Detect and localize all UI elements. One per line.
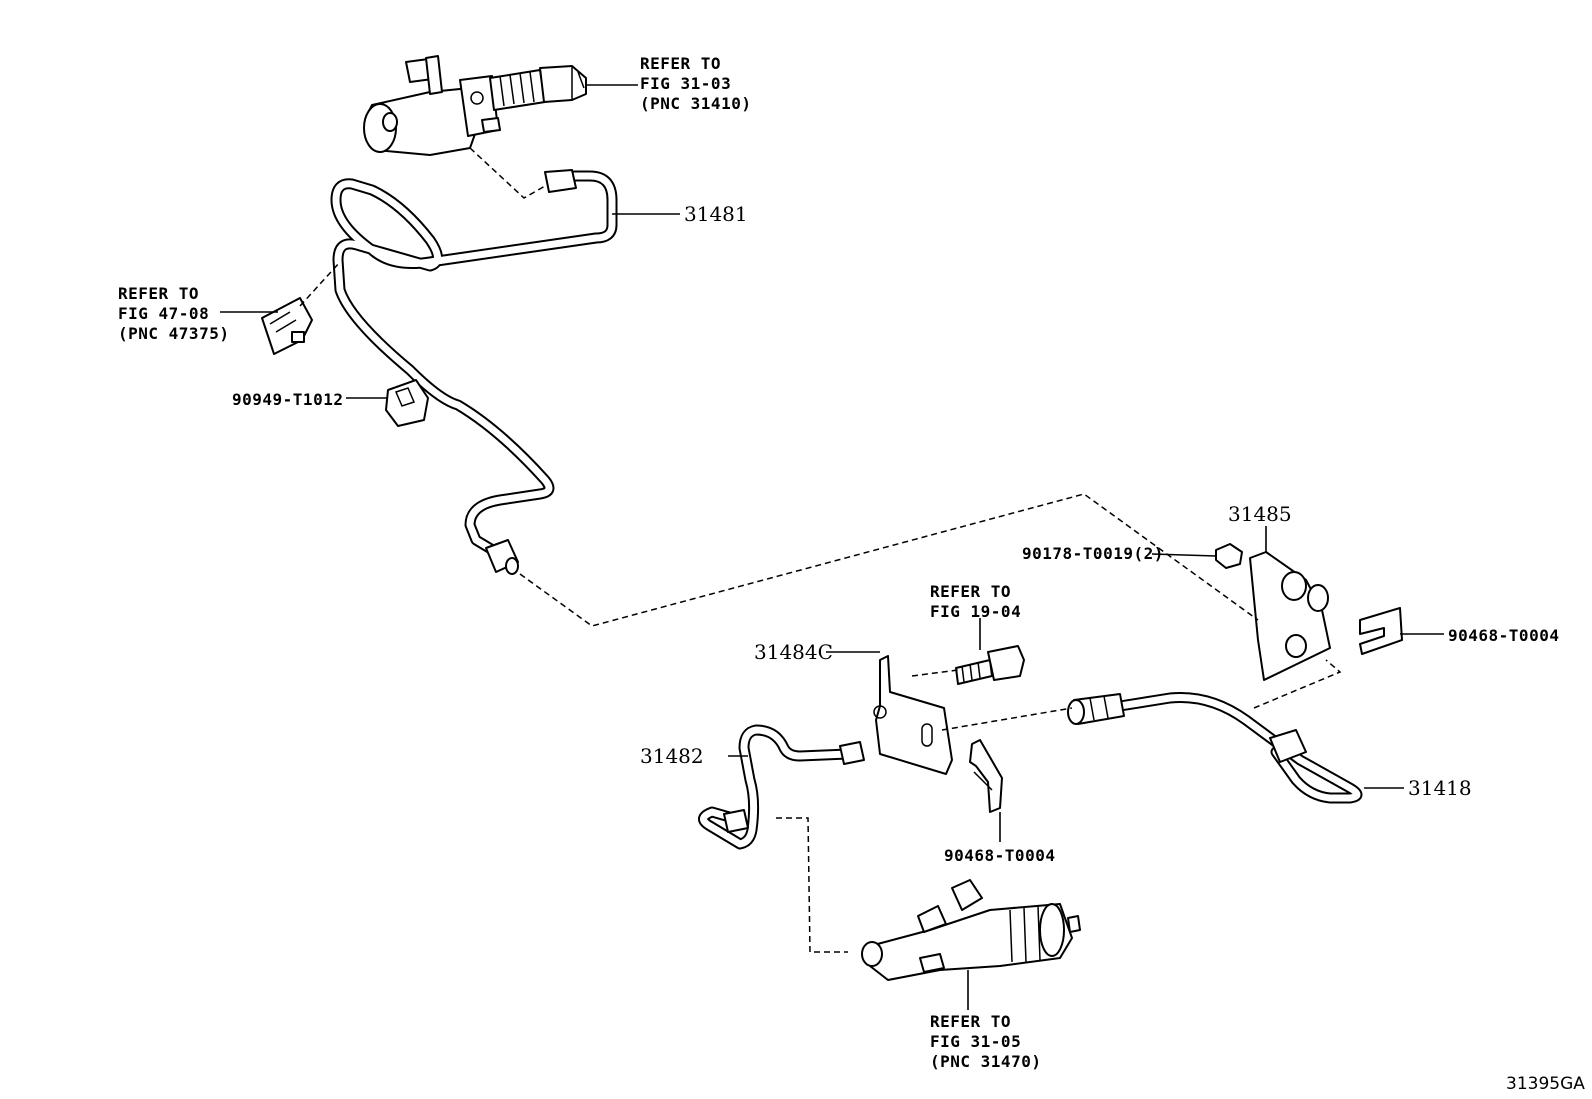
- clip-lower: [969, 739, 1003, 813]
- figure-id: 31395GA: [1506, 1074, 1585, 1094]
- clamp-ref-line2: FIG 47-08: [118, 304, 210, 323]
- bolt-ref-line1: REFER TO: [930, 582, 1012, 601]
- part-number-90949-t1012: 90949-T1012: [232, 390, 344, 409]
- bolt-ref-line2: FIG 19-04: [930, 602, 1022, 621]
- assembly-dashed-lines: [299, 147, 1342, 953]
- tube-31481: [330, 169, 618, 575]
- clamp-ref-line3: (PNC 47375): [118, 324, 230, 343]
- flex-hose-31418: [1067, 692, 1363, 804]
- release-cylinder-ref-line3: (PNC 31470): [930, 1052, 1042, 1071]
- master-cylinder-ref-line2: FIG 31-03: [640, 74, 732, 93]
- bracket-31484c: [873, 655, 953, 775]
- bolt: [955, 645, 1025, 685]
- tube-31482: [698, 724, 865, 850]
- part-number-31418: 31418: [1408, 776, 1472, 800]
- clutch-release-cylinder: [861, 879, 1081, 981]
- clip-right: [1359, 607, 1403, 655]
- part-number-90468-t0004-right: 90468-T0004: [1448, 626, 1560, 645]
- clutch-master-cylinder: [363, 55, 587, 156]
- bracket-31485: [1249, 551, 1331, 681]
- master-cylinder-ref-line3: (PNC 31410): [640, 94, 752, 113]
- release-cylinder-ref-line2: FIG 31-05: [930, 1032, 1022, 1051]
- release-cylinder-ref-line1: REFER TO: [930, 1012, 1012, 1031]
- master-cylinder-ref-line1: REFER TO: [640, 54, 722, 73]
- part-number-31482: 31482: [640, 744, 704, 768]
- part-number-31485: 31485: [1228, 502, 1292, 526]
- part-number-90178-t0019: 90178-T0019(2): [1022, 544, 1164, 563]
- part-number-90468-t0004-lower: 90468-T0004: [944, 846, 1056, 865]
- tube-clamp: [261, 297, 313, 355]
- tube-clip: [385, 379, 429, 427]
- part-number-31484c: 31484C: [754, 640, 833, 664]
- part-number-31481: 31481: [684, 202, 748, 226]
- clamp-ref-line1: REFER TO: [118, 284, 200, 303]
- nut: [1215, 543, 1243, 569]
- leader-lines: [220, 84, 1444, 1010]
